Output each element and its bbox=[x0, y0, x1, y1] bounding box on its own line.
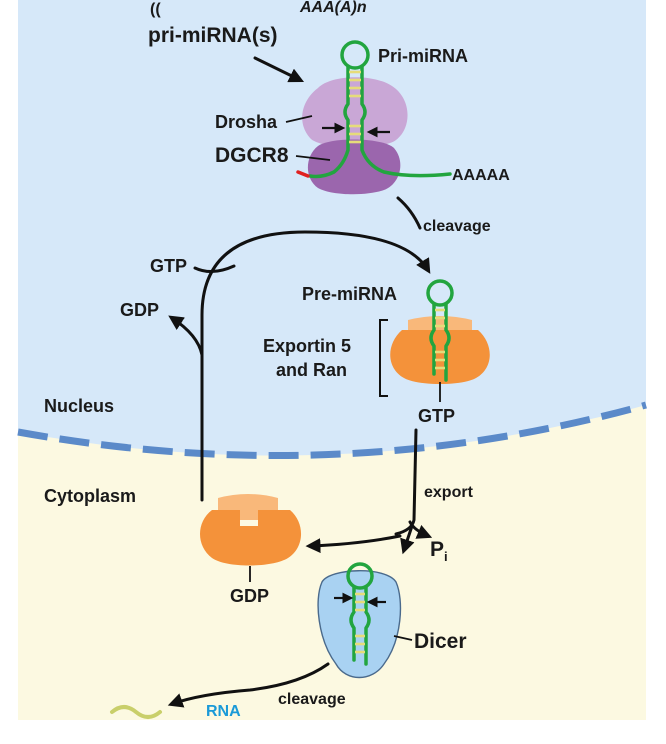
dgcr8-leader bbox=[295, 155, 331, 161]
drosha-protein bbox=[302, 77, 408, 148]
rna-fragment-label: RNA bbox=[206, 703, 241, 720]
export-label: export bbox=[424, 484, 474, 501]
pi-subscript: i bbox=[444, 549, 448, 564]
nuclear-membrane bbox=[17, 401, 647, 459]
nucleus-label: Nucleus bbox=[44, 396, 114, 416]
pi-release-arrow bbox=[408, 520, 433, 539]
to-dicer-arrow bbox=[400, 524, 415, 555]
pre-mirna-rungs bbox=[435, 308, 445, 370]
pri-mirna-5prime bbox=[296, 170, 310, 178]
dicer-rna-loop bbox=[346, 562, 374, 590]
pre-mirna-label: Pre-miRNA bbox=[302, 284, 397, 304]
drosha-label: Drosha bbox=[215, 112, 278, 132]
gtp-right-label: GTP bbox=[418, 406, 455, 426]
mirna-duplex-fragment bbox=[110, 705, 162, 719]
pri-mirna-rungs bbox=[349, 70, 361, 144]
cleavage-bottom-label: cleavage bbox=[278, 691, 346, 708]
gtp-left-label: GTP bbox=[150, 256, 187, 276]
exportin-complex bbox=[390, 279, 490, 384]
cytoplasm-exportin bbox=[200, 494, 302, 566]
exportin-body bbox=[390, 330, 490, 384]
export-arrow bbox=[394, 428, 418, 536]
pri-mirna-strand-left bbox=[308, 64, 350, 179]
polya-label: AAAAA bbox=[452, 167, 510, 184]
gtp-input-curve bbox=[193, 264, 236, 273]
quote-mark: (( bbox=[150, 1, 161, 18]
drosha-complex bbox=[296, 40, 452, 195]
nucleus-region bbox=[18, 0, 646, 456]
dgcr8-label: DGCR8 bbox=[215, 144, 289, 167]
gdp-bottom-label: GDP bbox=[230, 586, 269, 606]
dicer-strand-left bbox=[349, 585, 356, 662]
bottom-white-band bbox=[0, 720, 666, 744]
dicer-strand-right bbox=[364, 585, 371, 666]
exportin-bracket bbox=[379, 319, 388, 397]
pre-mirna-strand-right bbox=[444, 302, 451, 382]
drosha-leader bbox=[285, 115, 313, 123]
dicer-leader bbox=[393, 635, 413, 641]
cleavage-top-label: cleavage bbox=[423, 218, 491, 235]
pri-mirnas-label: pri-miRNA(s) bbox=[148, 24, 278, 47]
dgcr8-protein bbox=[307, 139, 401, 195]
cleavage-top-arrow bbox=[396, 196, 422, 230]
dicer-label: Dicer bbox=[414, 630, 467, 653]
pri-mirna-label: Pri-miRNA bbox=[378, 46, 468, 66]
header-fragment: AAA(A)n bbox=[299, 0, 367, 16]
pi-label: Pi bbox=[430, 538, 448, 564]
dicer-rungs bbox=[355, 592, 365, 654]
gdp-left-label: GDP bbox=[120, 300, 159, 320]
pri-mirna-loop bbox=[340, 40, 370, 70]
cleavage-bottom-arrow bbox=[167, 662, 330, 708]
pre-mirna-strand-left bbox=[429, 302, 436, 376]
cytoplasm-label: Cytoplasm bbox=[44, 486, 136, 506]
pi-base: P bbox=[430, 538, 444, 561]
cytoplasm-exportin-body bbox=[200, 510, 302, 566]
to-exportin-cyto-arrow bbox=[305, 534, 402, 554]
gdp-output-curve bbox=[168, 315, 204, 357]
dicer-complex bbox=[317, 562, 402, 679]
pri-mirnas-arrow bbox=[253, 56, 305, 83]
ran-cycle-top-arc bbox=[200, 230, 431, 502]
exportin-label-line1: Exportin 5 bbox=[263, 336, 351, 356]
pri-mirna-strand-right bbox=[360, 64, 452, 178]
pre-mirna-loop bbox=[426, 279, 454, 307]
exportin-label-line2: and Ran bbox=[276, 360, 347, 380]
